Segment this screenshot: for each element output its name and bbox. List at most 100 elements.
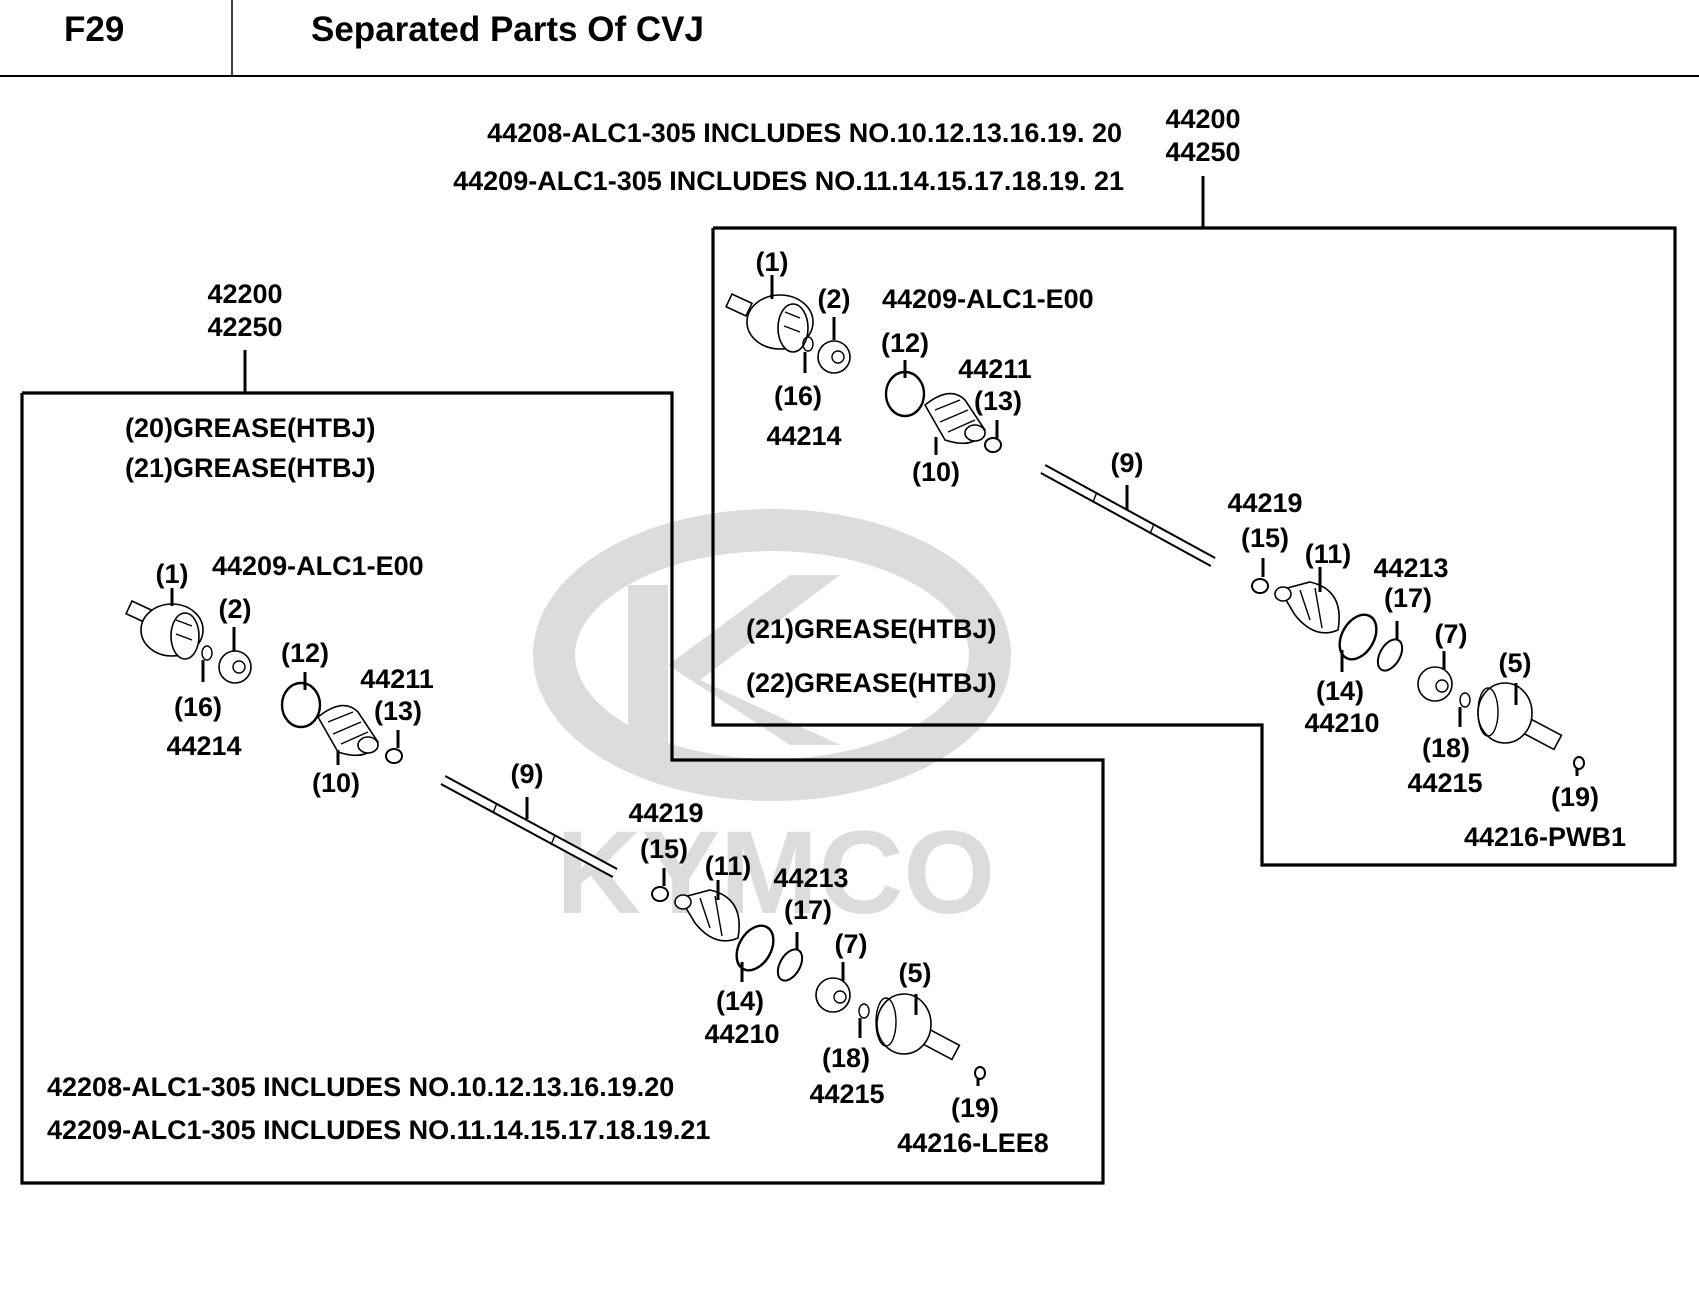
callout-label-7: (7)	[835, 929, 868, 959]
outer-joint-5-part	[1477, 682, 1563, 751]
callout-label-14: (14)	[1316, 676, 1364, 706]
tripod-hub	[232, 660, 246, 674]
part-number-44211: 44211	[958, 354, 1032, 384]
watermark-k-arms	[668, 575, 840, 745]
ball-cage-7-part	[815, 977, 851, 1013]
boot-band-12-part	[884, 370, 926, 418]
callout-label-19: (19)	[1551, 782, 1599, 812]
callout-label-1: (1)	[156, 559, 189, 589]
watermark-ring	[533, 509, 1011, 801]
callout-label-9: (9)	[511, 759, 544, 789]
part-number-44213: 44213	[773, 863, 848, 893]
circlip-17-part	[1376, 638, 1404, 672]
outer-joint-5-part	[875, 993, 961, 1061]
left-assembly-number-2: 42250	[207, 312, 282, 342]
part-number-44219: 44219	[628, 798, 703, 828]
callout-label-16: (16)	[174, 692, 222, 722]
part-number-44214: 44214	[766, 421, 841, 451]
callout-label-17: (17)	[784, 895, 832, 925]
callout-label-11: (11)	[1305, 539, 1352, 569]
kymco-watermark: KYMCO	[533, 509, 1011, 939]
inner-joint-housing-part	[125, 599, 204, 660]
top-note-2: 44209-ALC1-305 INCLUDES NO.11.14.15.17.1…	[453, 166, 1124, 196]
callout-label-2: (2)	[219, 594, 252, 624]
left-grease-21: (21)GREASE(HTBJ)	[125, 453, 376, 483]
part-number-44213: 44213	[1373, 553, 1448, 583]
circlip-16-part	[802, 336, 814, 352]
callout-label-18: (18)	[1422, 733, 1470, 763]
circlip-18-part	[858, 1003, 870, 1019]
callout-label-12: (12)	[881, 328, 929, 358]
clamp-15-part	[1251, 578, 1269, 594]
right-grease-21: (21)GREASE(HTBJ)	[746, 614, 997, 644]
callout-label-5: (5)	[899, 958, 932, 988]
page-title: Separated Parts Of CVJ	[311, 10, 704, 49]
right-assembly: 44200 44250 (1) (2) 44209-ALC1-E00	[711, 104, 1677, 867]
callout-label-14: (14)	[716, 986, 764, 1016]
tripod-hub	[831, 350, 845, 364]
ring-19-part	[974, 1066, 986, 1080]
ball-cage-hub	[1435, 679, 1449, 693]
right-assembly-number-2: 44250	[1165, 137, 1240, 167]
callout-label-10: (10)	[912, 457, 960, 487]
boot-band-14-part	[1338, 613, 1378, 661]
part-number-44216-pwb1: 44216-PWB1	[1464, 822, 1626, 852]
callout-label-2: (2)	[818, 284, 851, 314]
callout-label-10: (10)	[312, 768, 360, 798]
callout-label-5: (5)	[1499, 648, 1532, 678]
callout-label-11: (11)	[705, 851, 752, 881]
left-assembly: 42200 42250 (20)GREASE(HTBJ) (21)GREASE(…	[20, 279, 1105, 1185]
inner-joint-housing-part	[725, 292, 814, 353]
circlip-18-part	[1459, 692, 1471, 708]
tripod-part	[218, 650, 252, 684]
callout-label-19: (19)	[951, 1093, 999, 1123]
left-assembly-number-1: 42200	[207, 279, 282, 309]
part-number-44215: 44215	[1407, 768, 1482, 798]
callout-label-15: (15)	[640, 834, 688, 864]
callout-label-1: (1)	[756, 247, 789, 277]
callout-label-12: (12)	[281, 638, 329, 668]
ball-cage-7-part	[1417, 666, 1453, 702]
boot-10-part	[923, 392, 986, 445]
drive-shaft-9-part	[1040, 464, 1216, 567]
callout-label-18: (18)	[822, 1043, 870, 1073]
boot-11-part	[1274, 581, 1340, 634]
part-number-44210: 44210	[704, 1019, 779, 1049]
callout-label-16: (16)	[774, 381, 822, 411]
callout-label-13: (13)	[974, 386, 1022, 416]
ring-19-part	[1573, 756, 1585, 770]
callout-label-15: (15)	[1241, 523, 1289, 553]
right-kit-label: 44209-ALC1-E00	[882, 284, 1094, 314]
left-note-1: 42208-ALC1-305 INCLUDES NO.10.12.13.16.1…	[47, 1072, 674, 1102]
left-assembly-frame	[20, 391, 1105, 1185]
part-number-44216-lee8: 44216-LEE8	[897, 1128, 1049, 1158]
left-note-2: 42209-ALC1-305 INCLUDES NO.11.14.15.17.1…	[47, 1115, 710, 1145]
part-number-44219: 44219	[1227, 488, 1302, 518]
page-code: F29	[64, 10, 125, 49]
left-kit-label: 44209-ALC1-E00	[212, 551, 424, 581]
boot-band-12-part	[280, 681, 322, 729]
right-assembly-frame	[711, 226, 1677, 867]
watermark-text: KYMCO	[556, 807, 995, 939]
callout-label-17: (17)	[1384, 583, 1432, 613]
circlip-16-part	[201, 645, 213, 661]
tripod-part	[817, 340, 851, 374]
clamp-13-part	[385, 748, 403, 764]
part-number-44211: 44211	[360, 664, 434, 694]
drive-shaft-9-part	[440, 775, 618, 878]
right-grease-22: (22)GREASE(HTBJ)	[746, 668, 997, 698]
circlip-17-part	[776, 948, 804, 982]
top-note-1: 44208-ALC1-305 INCLUDES NO.10.12.13.16.1…	[487, 118, 1122, 148]
clamp-15-part	[651, 886, 669, 902]
callout-label-7: (7)	[1435, 619, 1468, 649]
boot-10-part	[316, 704, 379, 757]
watermark-k-stem	[628, 585, 668, 745]
part-number-44210: 44210	[1304, 708, 1379, 738]
callout-label-13: (13)	[374, 696, 422, 726]
clamp-13-part	[984, 437, 1002, 453]
boot-11-part	[674, 889, 740, 942]
ball-cage-hub	[833, 990, 847, 1004]
part-number-44215: 44215	[809, 1079, 884, 1109]
